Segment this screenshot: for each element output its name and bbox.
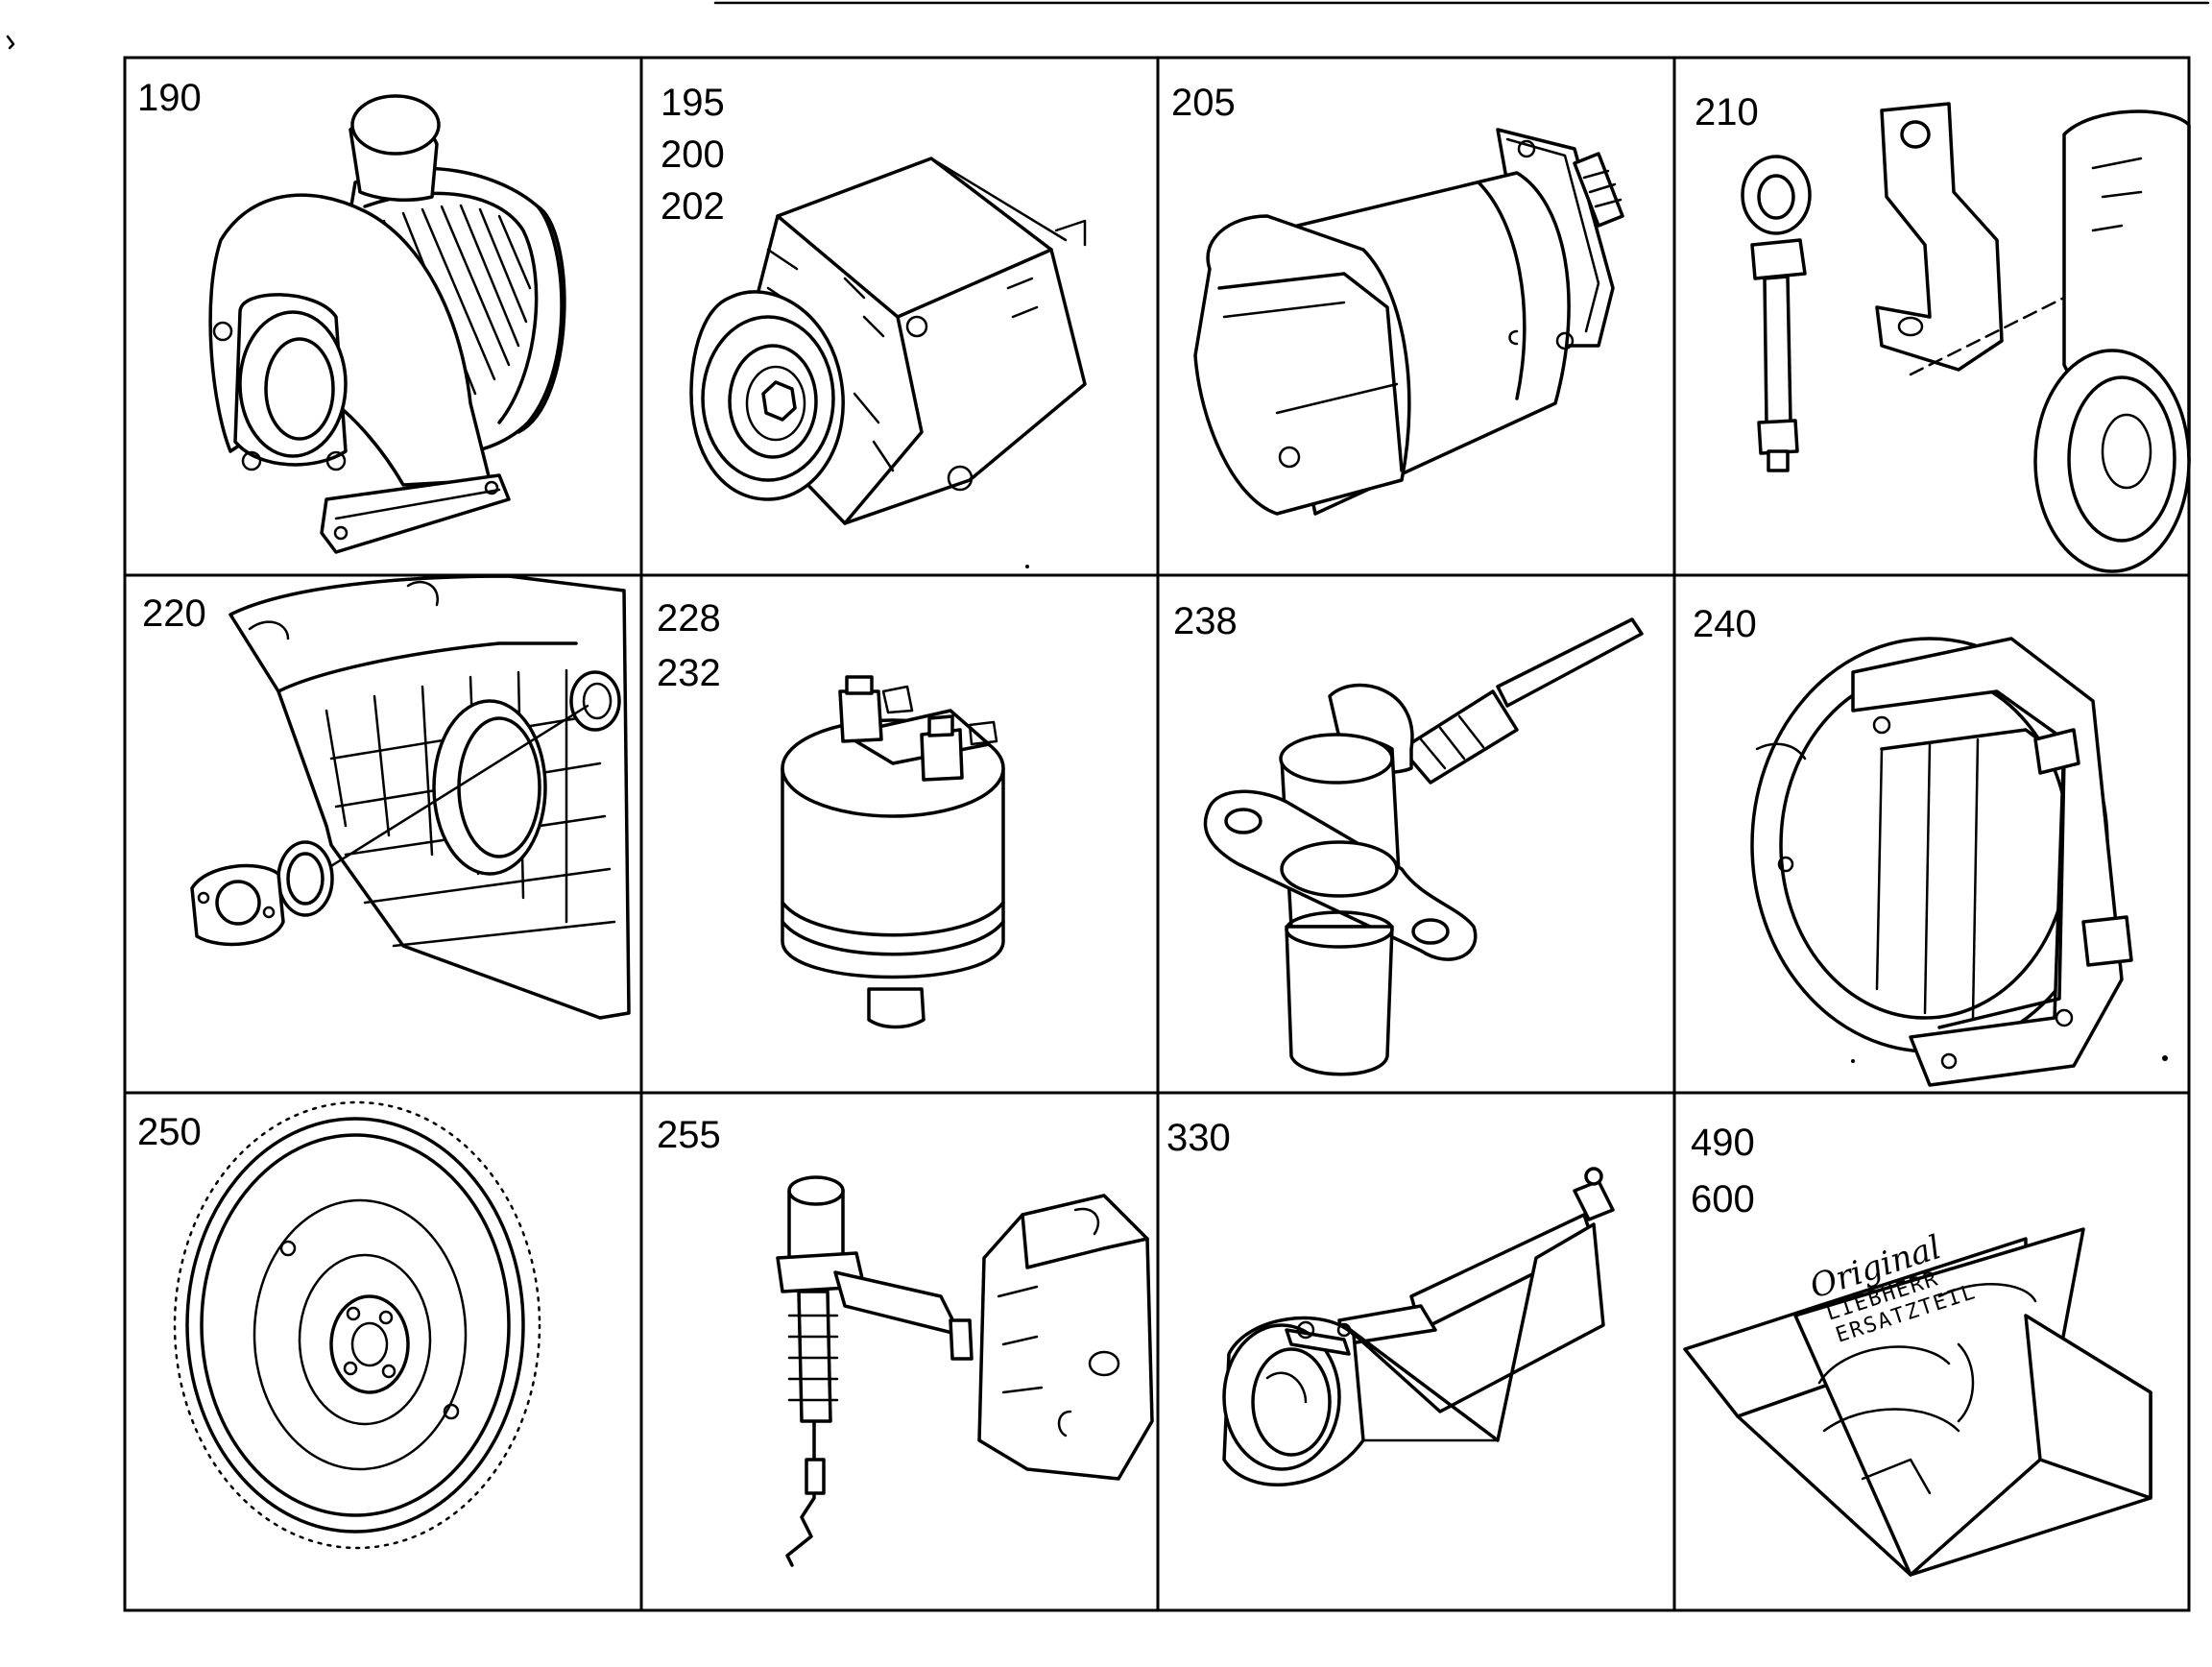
cell-2-label-1: 195 (661, 82, 725, 124)
cell-6-label-2: 232 (657, 652, 721, 694)
cell-7-label: 238 (1173, 600, 1238, 642)
alternator-icon (689, 157, 1087, 525)
cell-4-label: 210 (1695, 91, 1759, 133)
hydraulic-cylinder-icon (1222, 1167, 1615, 1486)
crankcase-cover-seal-icon (190, 574, 631, 1020)
cell-9-label: 250 (137, 1111, 202, 1153)
flywheel-icon (173, 1100, 541, 1550)
starter-motor-icon (1193, 128, 1624, 516)
scan-marks (6, 35, 2168, 1063)
cell-12-label-2: 600 (1691, 1178, 1755, 1220)
cell-11-label: 330 (1166, 1117, 1231, 1159)
cell-3-label: 205 (1171, 82, 1236, 124)
cell-2-label-2: 200 (661, 133, 725, 176)
shut-off-solenoid-icon (776, 1175, 1154, 1567)
cell-1-label: 190 (137, 77, 202, 119)
speed-sensor-icon (1203, 617, 1644, 1076)
cell-12-label-1: 490 (1691, 1122, 1755, 1164)
lifting-eye-bracket-icon (1741, 102, 2191, 573)
turbocharger-icon (208, 94, 566, 554)
cell-6-label-1: 228 (657, 597, 721, 640)
cell-2-label-3: 202 (661, 185, 725, 228)
cell-8-label: 240 (1693, 603, 1757, 645)
cell-labels: 190 195 200 202 205 210 220 228 232 238 … (137, 77, 1759, 1220)
pressure-sensor-icon (781, 675, 1005, 1029)
cell-10-label: 255 (657, 1114, 721, 1156)
cell-5-label: 220 (142, 592, 206, 635)
spare-parts-box-icon: Original LIEBHERR ERSATZTEIL (1683, 1227, 2152, 1577)
flywheel-housing-icon (1750, 637, 2133, 1087)
